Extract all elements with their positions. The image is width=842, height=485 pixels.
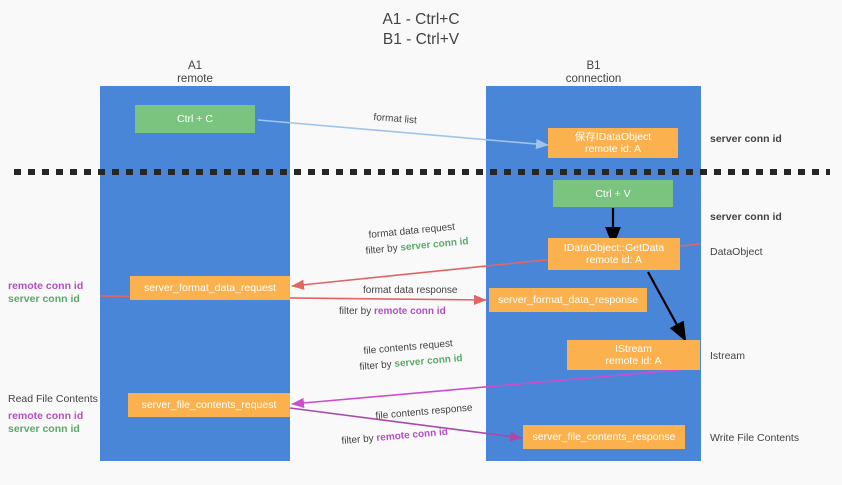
edge-label-format-list: format list <box>373 111 418 127</box>
edge-label-file-contents-response-filter: filter by remote conn id <box>341 426 448 448</box>
filter-value-server-conn-id: server conn id <box>393 352 464 370</box>
right-label-write-file-contents: Write File Contents <box>710 432 800 444</box>
right-label-server-conn-id-1: server conn id <box>710 133 782 145</box>
filter-value-remote-conn-id: remote conn id <box>374 306 446 317</box>
filter-value-remote-conn-id: remote conn id <box>375 426 449 444</box>
filter-prefix: filter by <box>341 432 377 447</box>
node-istream[interactable]: IStream remote id: A <box>567 340 700 370</box>
left-label-remote-conn-id-2: remote conn id <box>8 410 84 422</box>
right-label-server-conn-id-2: server conn id <box>710 211 782 223</box>
node-server-file-contents-request[interactable]: server_file_contents_request <box>128 393 290 417</box>
node-server-file-contents-response[interactable]: server_file_contents_response <box>523 425 685 449</box>
node-save-idataobject[interactable]: 保存IDataObject remote id: A <box>548 128 678 158</box>
node-ctrl-c[interactable]: Ctrl + C <box>135 105 255 133</box>
edge-label-format-data-response: format data response <box>363 285 458 296</box>
node-idataobject-getdata[interactable]: IDataObject::GetData remote id: A <box>548 238 680 270</box>
node-server-format-data-response[interactable]: server_format_data_response <box>489 288 647 312</box>
node-ctrl-v[interactable]: Ctrl + V <box>553 180 673 207</box>
right-label-dataobject: DataObject <box>710 246 763 258</box>
column-header-a1: A1 remote <box>177 60 213 85</box>
filter-prefix: filter by <box>339 306 375 317</box>
left-label-remote-conn-id-1: remote conn id <box>8 280 84 292</box>
filter-prefix: filter by <box>359 358 395 373</box>
column-header-b1: B1 connection <box>565 60 622 85</box>
node-server-format-data-request[interactable]: server_format_data_request <box>130 276 290 300</box>
left-label-server-conn-id-2: server conn id <box>8 423 80 435</box>
filter-value-server-conn-id: server conn id <box>399 236 470 254</box>
page-title: A1 - Ctrl+C B1 - Ctrl+V <box>382 11 460 48</box>
right-label-istream: Istream <box>710 350 746 362</box>
edge-label-format-data-response-filter: filter by remote conn id <box>339 305 446 318</box>
left-label-server-conn-id-1: server conn id <box>8 293 80 305</box>
left-label-read-file-contents: Read File Contents <box>8 393 98 405</box>
edge-label-file-contents-response: file contents response <box>375 402 473 422</box>
filter-prefix: filter by <box>365 242 402 257</box>
